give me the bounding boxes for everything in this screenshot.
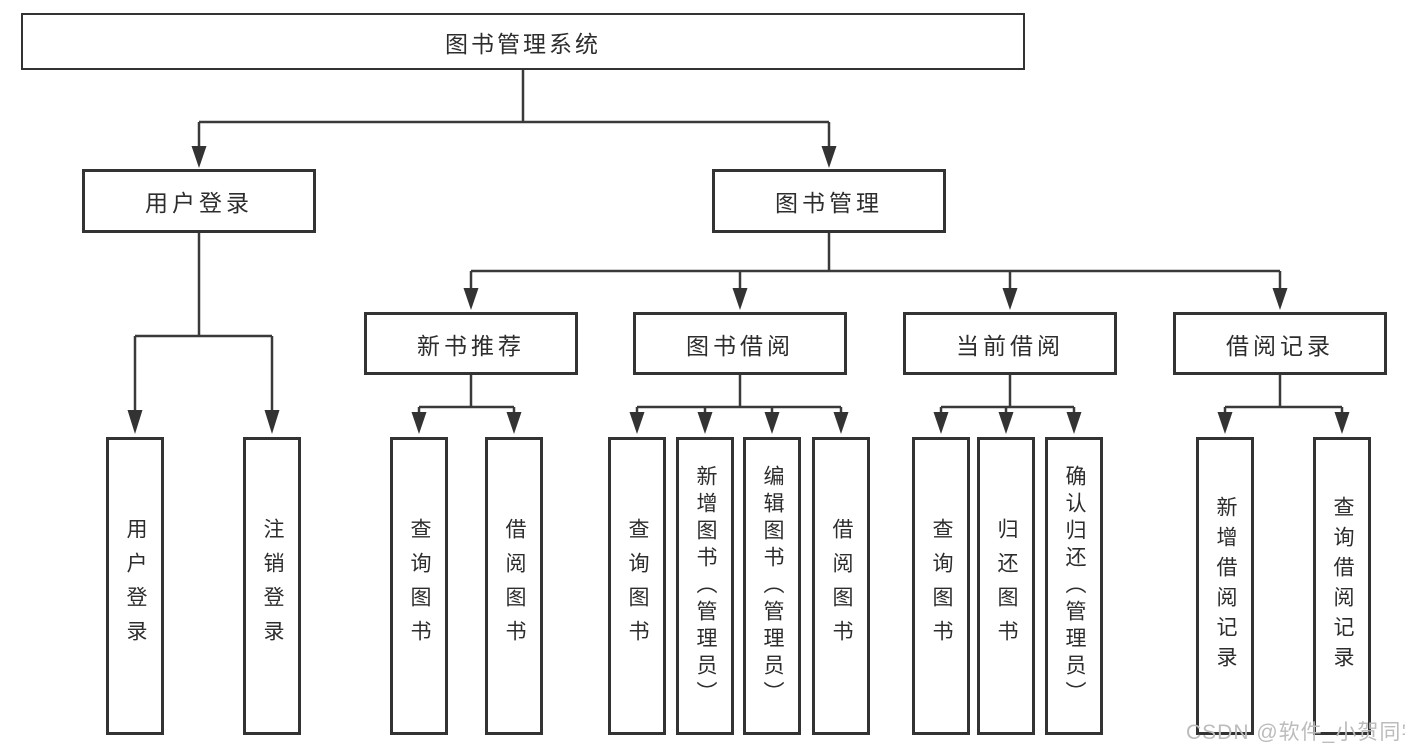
connector-book-mgmt-to-level2: [463, 233, 1288, 310]
node-library-system: 图书管理系统: [21, 13, 1025, 70]
connector-book-borrow-to-leaves: [629, 375, 849, 434]
connector-new-book-rec-to-leaves: [411, 375, 522, 434]
connector-user-login-to-leaves: [127, 233, 280, 434]
connector-borrow-records-to-leaves: [1217, 375, 1350, 434]
leaf-add-books-admin: 新增图书（管理员）: [676, 437, 734, 735]
node-book-borrowing: 图书借阅: [633, 312, 847, 375]
leaf-edit-books-admin: 编辑图书（管理员）: [743, 437, 801, 735]
csdn-watermark: CSDN @软件_小贺同学: [1186, 721, 1405, 744]
leaf-user-login: 用户登录: [106, 437, 164, 735]
leaf-query-books-3: 查询图书: [912, 437, 970, 735]
leaf-confirm-return-admin: 确认归还（管理员）: [1045, 437, 1103, 735]
node-borrowing-records: 借阅记录: [1173, 312, 1387, 375]
leaf-add-borrow-record: 新增借阅记录: [1196, 437, 1254, 735]
leaf-query-books-2: 查询图书: [608, 437, 666, 735]
node-current-borrowing: 当前借阅: [903, 312, 1117, 375]
node-book-management: 图书管理: [712, 169, 946, 233]
leaf-borrow-books-1: 借阅图书: [485, 437, 543, 735]
leaf-query-borrow-record: 查询借阅记录: [1313, 437, 1371, 735]
node-new-book-recommend: 新书推荐: [364, 312, 578, 375]
node-user-login: 用户登录: [82, 169, 316, 233]
connector-current-borrow-to-leaves: [933, 375, 1082, 434]
leaf-borrow-books-2: 借阅图书: [812, 437, 870, 735]
leaf-query-books-1: 查询图书: [390, 437, 448, 735]
connector-root-to-level1: [191, 70, 837, 168]
leaf-logout: 注销登录: [243, 437, 301, 735]
leaf-return-books: 归还图书: [977, 437, 1035, 735]
